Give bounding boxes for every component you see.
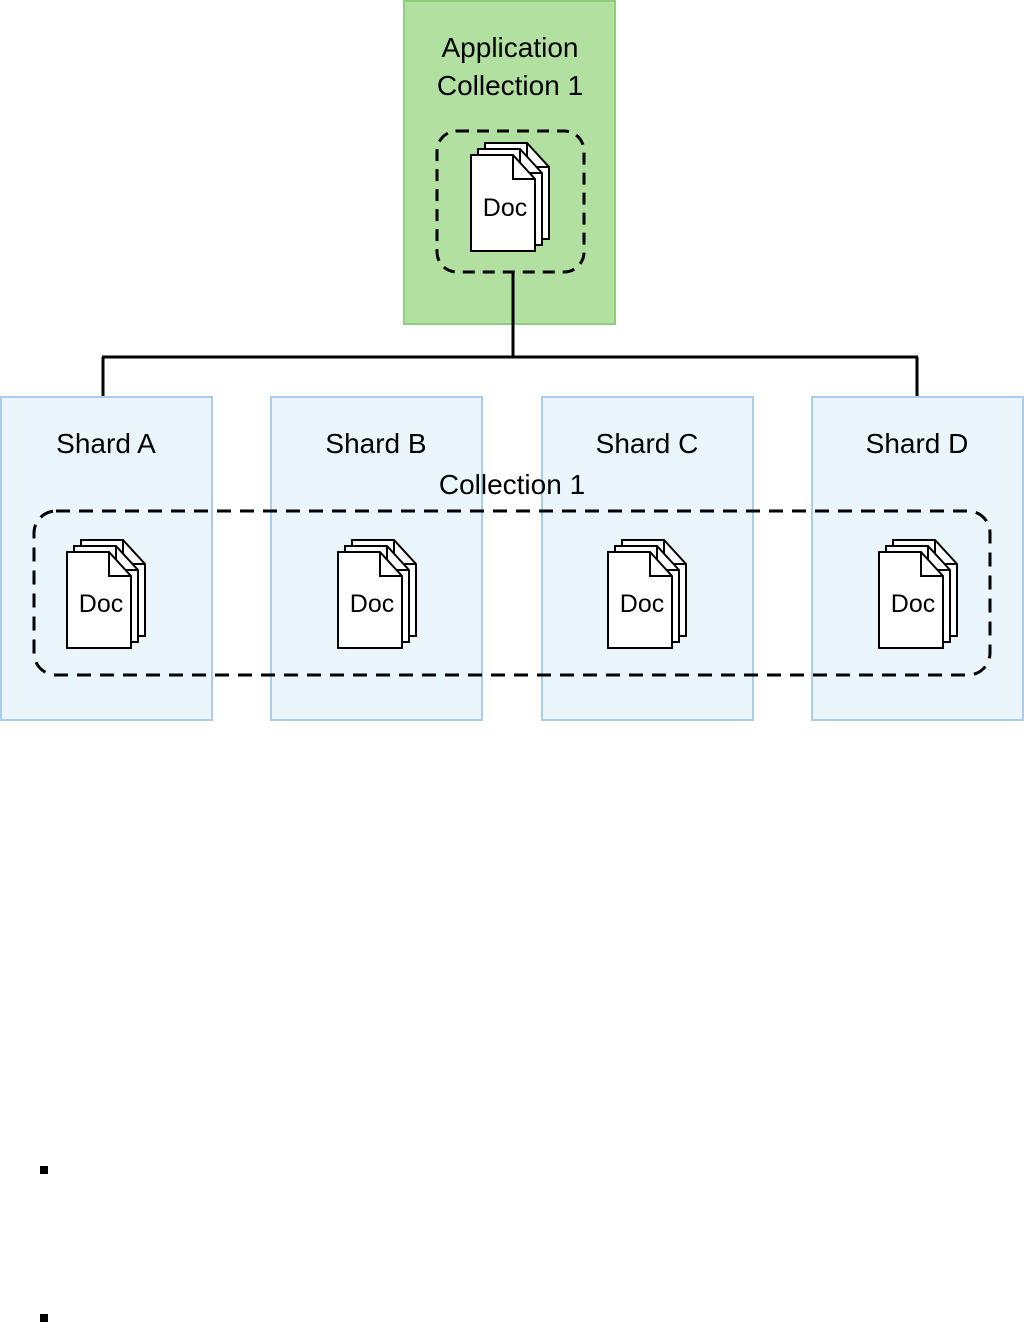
application-collection-group [435,129,586,274]
application-title-line1: Application [442,32,579,63]
shard-c-doc-label: Doc [620,590,664,618]
shard-label-d: Shard D [866,428,969,459]
shard-label-b: Shard B [325,428,426,459]
shard-label-c: Shard C [596,428,699,459]
connector-lines [101,272,919,397]
document-stack-icon: Doc [878,539,958,649]
application-title-line2: Collection 1 [437,70,583,101]
list-bullet [40,1166,48,1174]
document-stack-icon: Doc [337,539,417,649]
shard-b-doc-label: Doc [350,590,394,618]
list-bullet [40,1314,48,1322]
document-stack-icon: Doc [66,539,146,649]
application-doc-label: Doc [483,194,527,222]
shard-d-doc-label: Doc [891,590,935,618]
shard-a-doc-label: Doc [79,590,123,618]
collection-label: Collection 1 [439,469,585,500]
shard-label-a: Shard A [56,428,156,459]
document-stack-icon: Doc [607,539,687,649]
document-stack-icon: Doc [470,142,550,252]
shard-box-a [0,396,213,721]
sharding-diagram: Application Collection 1 Doc Shard A Sha… [0,0,1024,721]
